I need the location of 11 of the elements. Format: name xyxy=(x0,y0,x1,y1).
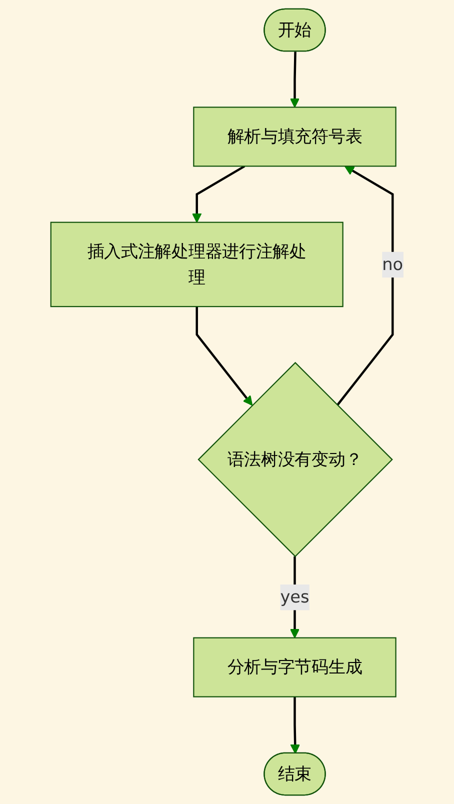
arrow xyxy=(336,166,394,406)
arrow xyxy=(290,52,300,108)
node-diamond: 语法树没有变动？ xyxy=(198,362,393,558)
edge-label: yes xyxy=(280,586,310,607)
node-box: 分析与字节码生成 xyxy=(193,637,396,698)
node-box: 插入式注解处理器进行注解处理 xyxy=(50,222,344,308)
arrow xyxy=(290,696,300,754)
edge-label: no xyxy=(382,254,404,274)
node-box: 解析与填充符号表 xyxy=(193,106,396,167)
arrow xyxy=(192,165,246,223)
arrow xyxy=(196,306,253,406)
